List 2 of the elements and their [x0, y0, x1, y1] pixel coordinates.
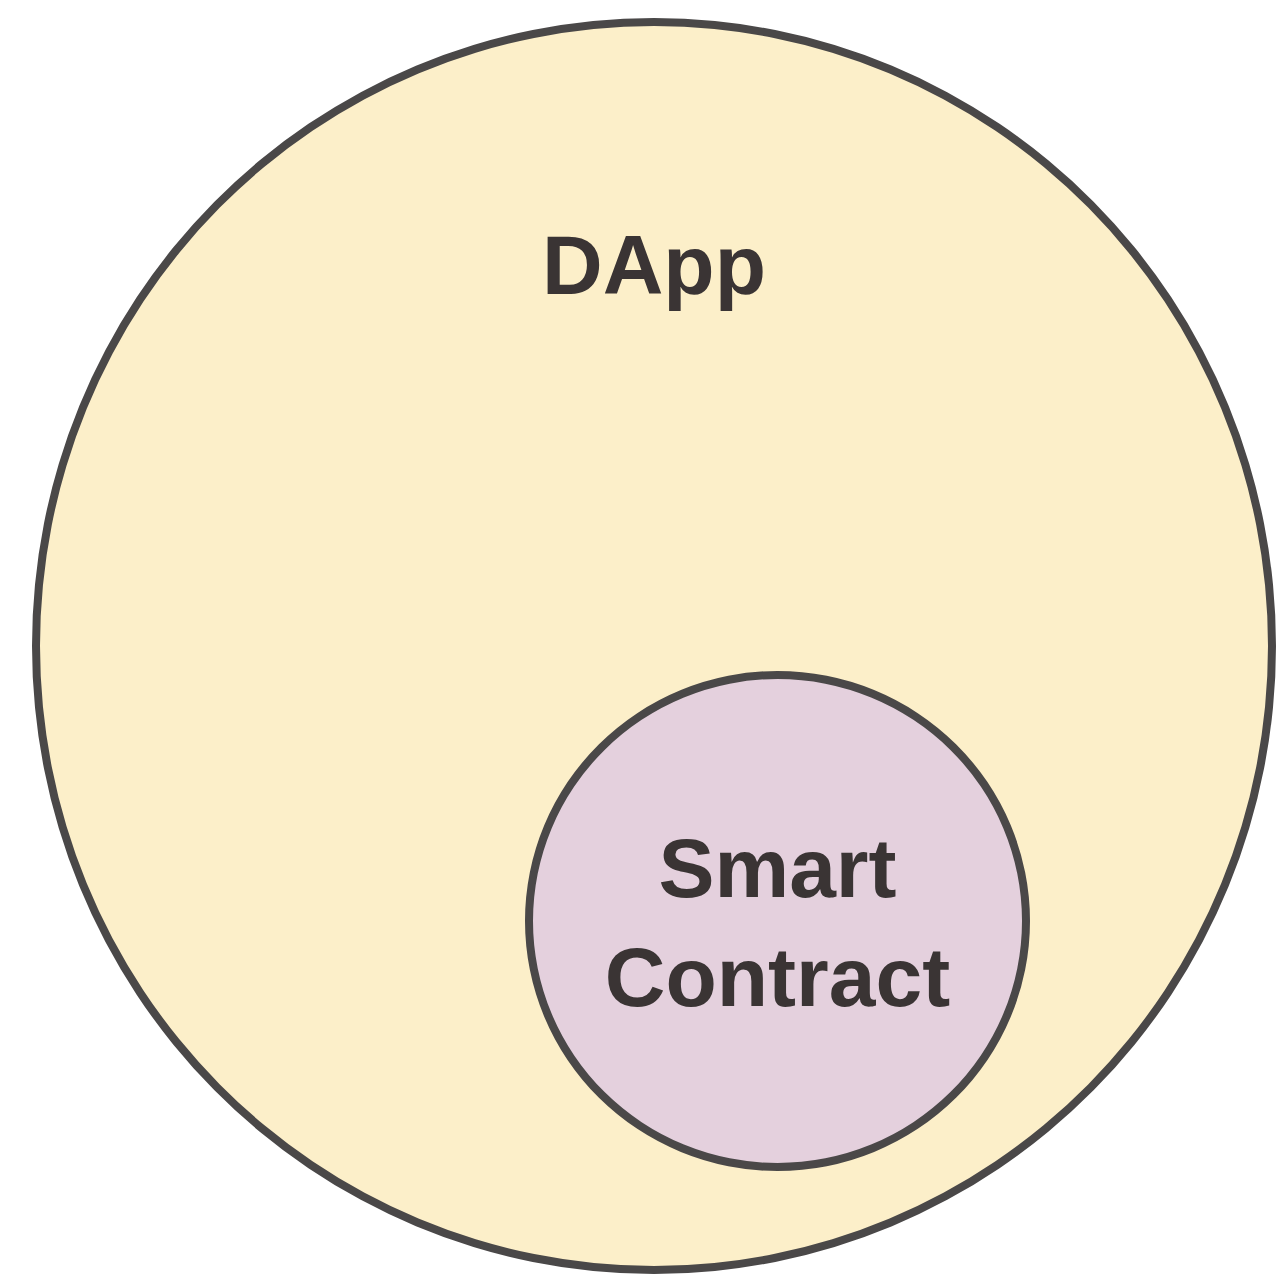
- circle-label: DApp: [541, 217, 767, 314]
- circle-label: Smart Contract: [603, 820, 952, 1027]
